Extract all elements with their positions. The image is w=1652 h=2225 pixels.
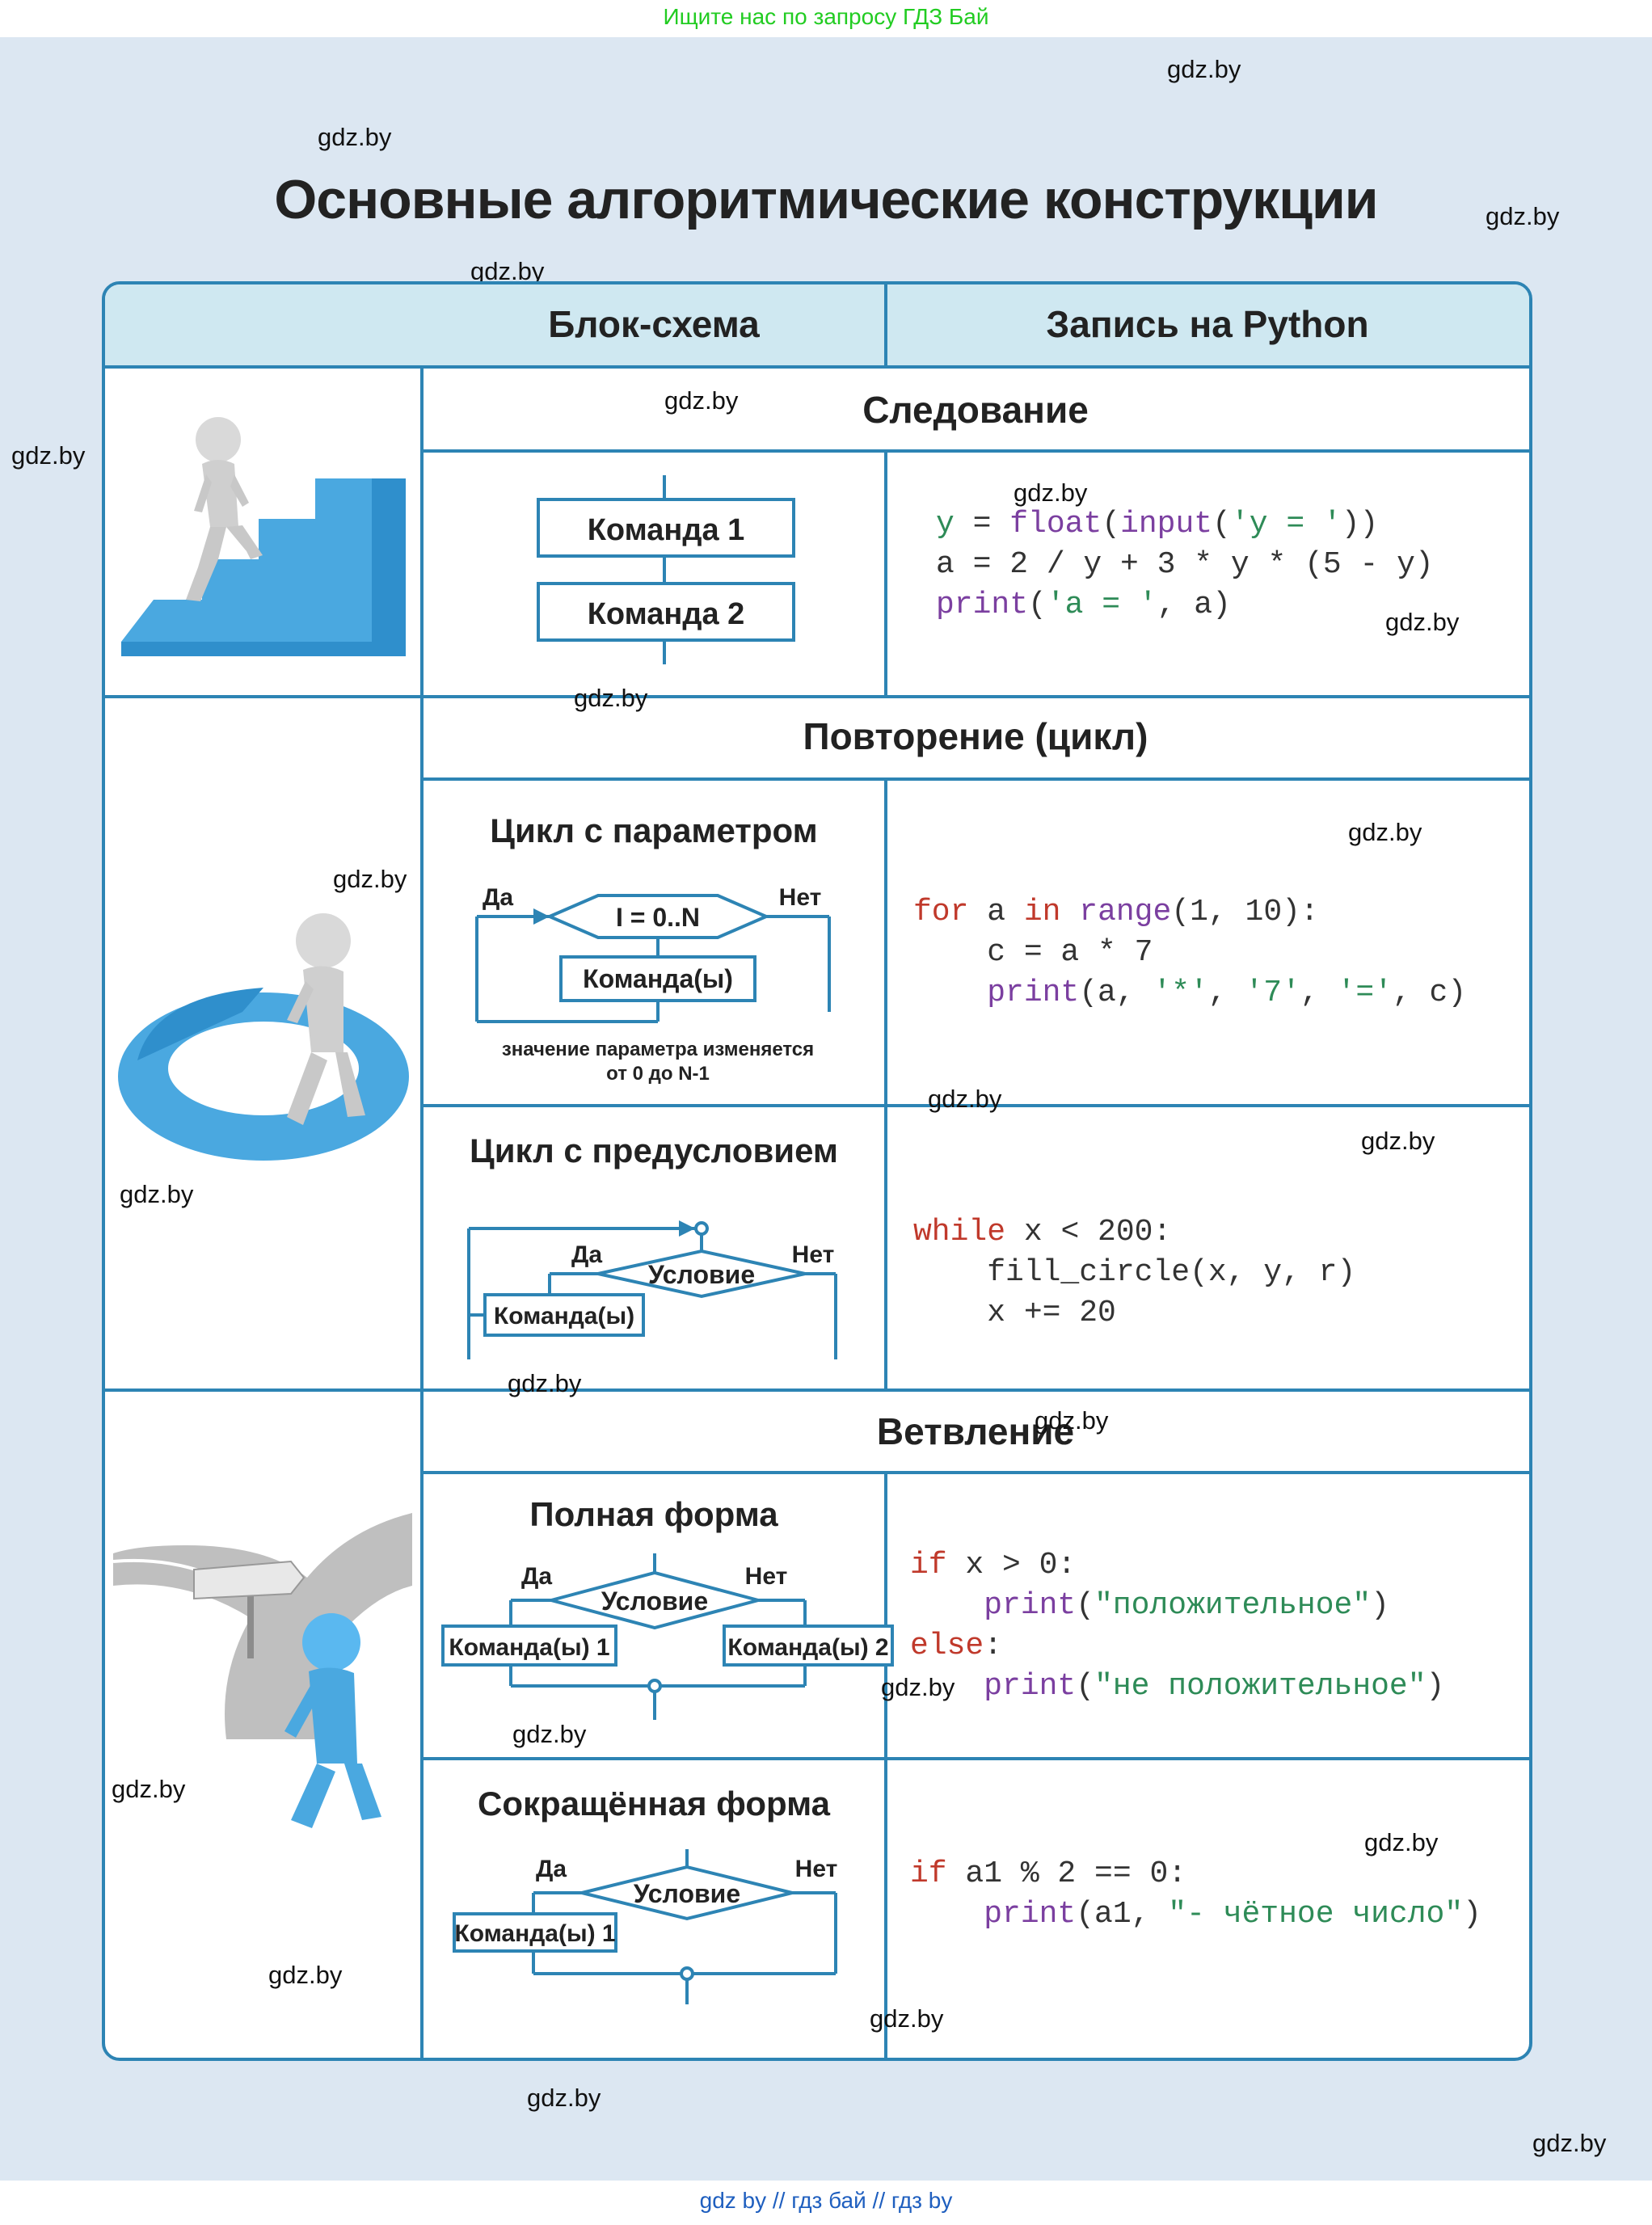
param-loop-flowchart (475, 894, 831, 1023)
section-title-sequence: Следование (862, 389, 1089, 431)
watermark: gdz.by (333, 865, 407, 893)
watermark: gdz.by (881, 1673, 955, 1701)
bottom-footer[interactable]: gdz by // гдз бай // гдз by (0, 2181, 1652, 2225)
table-grid: Команда 1 Команда 2 Да Нет I = 0..N Кома… (105, 284, 1529, 2058)
short-branch-flowchart (453, 1849, 837, 2004)
watermark: gdz.by (1385, 608, 1460, 636)
command-1-label: Команда(ы) 1 (449, 1634, 609, 1661)
command-block-2 (537, 582, 795, 642)
section-title-branch: Ветвление (876, 1410, 1075, 1452)
watermark: gdz.by (120, 1180, 194, 1208)
subtitle-full-branch: Полная форма (529, 1495, 778, 1533)
command-2-label: Команда 2 (588, 597, 745, 631)
watermark: gdz.by (112, 1775, 186, 1803)
header-python: Запись на Python (1046, 303, 1369, 345)
no-label: Нет (745, 1563, 788, 1590)
code-full-branch: if x > 0: print("положительное") else: p… (910, 1548, 1445, 1704)
watermark: gdz.by (1167, 55, 1241, 83)
watermark: gdz.by (1532, 2129, 1607, 2157)
loop-illustration (118, 913, 409, 1161)
subtitle-pre-loop: Цикл с предусловием (470, 1131, 838, 1169)
watermark: gdz.by (470, 257, 545, 285)
yes-label: Да (521, 1563, 552, 1590)
crossroads-illustration (112, 1513, 412, 1828)
subtitle-param-loop: Цикл с параметром (490, 811, 818, 849)
code-sequence: y = float(input('y = ')) a = 2 / y + 3 *… (936, 507, 1434, 622)
watermark: gdz.by (1348, 818, 1422, 846)
range-label: I = 0..N (616, 903, 700, 932)
yes-label: Да (571, 1241, 602, 1268)
full-branch-flowchart (441, 1553, 894, 1720)
code-short-branch: if a1 % 2 == 0: print(a1, "- чётное числ… (910, 1856, 1481, 1932)
no-label: Нет (792, 1241, 835, 1268)
watermark: gdz.by (318, 123, 392, 151)
watermark: gdz.by (1035, 1406, 1109, 1435)
watermark: gdz.by (870, 2004, 944, 2033)
condition-label: Условие (648, 1260, 755, 1289)
top-banner[interactable]: Ищите нас по запросу ГДЗ Бай (0, 0, 1652, 37)
condition-label: Условие (601, 1587, 708, 1616)
code-param-loop: for a in range(1, 10): c = a * 7 print(a… (913, 895, 1467, 1010)
page-title: Основные алгоритмические конструкции (274, 169, 1378, 230)
section-title-loop: Повторение (цикл) (803, 715, 1148, 757)
no-label: Нет (779, 884, 822, 911)
code-pre-loop: while x < 200: fill_circle(x, y, r) x +=… (913, 1215, 1356, 1330)
command-label: Команда(ы) (494, 1303, 634, 1330)
watermark: gdz.by (1364, 1828, 1439, 1856)
param-note-line1: значение параметра изменяется (502, 1039, 814, 1060)
watermark: gdz.by (1014, 478, 1088, 507)
watermark: gdz.by (928, 1085, 1002, 1113)
watermark: gdz.by (508, 1369, 582, 1397)
command-label: Команда(ы) (583, 964, 733, 993)
sequence-flowchart (537, 475, 795, 664)
no-label: Нет (795, 1856, 838, 1882)
watermark: gdz.by (268, 1961, 343, 1989)
table-header-bg (105, 284, 1529, 367)
subtitle-short-branch: Сокращённая форма (478, 1785, 830, 1823)
watermark: gdz.by (527, 2084, 601, 2112)
condition-label: Условие (634, 1879, 740, 1908)
watermark: gdz.by (664, 386, 739, 415)
yes-label: Да (536, 1856, 567, 1882)
watermark: gdz.by (1486, 202, 1560, 230)
command-1-label: Команда(ы) 1 (454, 1920, 615, 1947)
watermark: gdz.by (574, 684, 648, 712)
command-1-label: Команда 1 (588, 513, 745, 547)
command-2-label: Команда(ы) 2 (727, 1634, 888, 1661)
precondition-loop-flowchart (467, 1220, 837, 1359)
stairs-illustration (121, 417, 406, 656)
yes-label: Да (483, 884, 513, 911)
header-flowchart: Блок-схема (548, 303, 760, 345)
param-note-line2: от 0 до N-1 (606, 1063, 710, 1085)
watermark: gdz.by (1361, 1127, 1435, 1155)
watermark: gdz.by (512, 1720, 587, 1748)
watermark: gdz.by (11, 441, 86, 470)
constructs-table: Команда 1 Команда 2 Да Нет I = 0..N Кома… (102, 281, 1532, 2061)
